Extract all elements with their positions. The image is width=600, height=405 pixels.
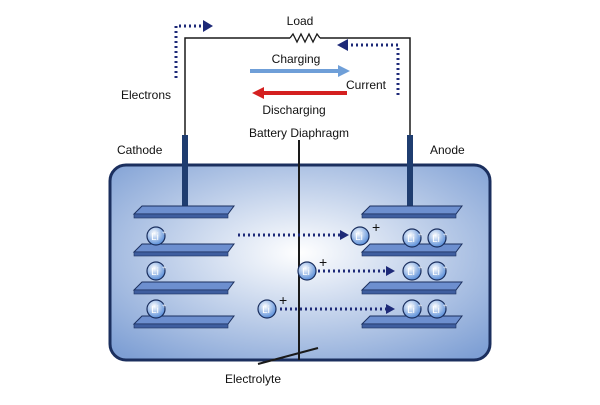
cathode-label: Cathode [117, 143, 163, 157]
lithium-ions: Li+Li+Li+Li+Li+Li+Li+Li+Li+Li+Li+Li+ [146, 219, 447, 319]
electron-flow-arrowhead-left-icon [203, 20, 213, 32]
ion-cathode-3: Li+ [146, 299, 166, 319]
load-label: Load [286, 14, 314, 28]
ion-symbol: Li [407, 267, 415, 278]
ion-anode-6: Li+ [427, 299, 447, 319]
ion-charge: + [443, 303, 447, 310]
electrons-label: Electrons [121, 88, 172, 102]
ion-arrow-middle-head-icon [386, 266, 395, 276]
ion-migration-arrows [238, 230, 395, 314]
ion-symbol: Li [302, 267, 310, 278]
ion-symbol: Li [151, 305, 159, 316]
anode-label: Anode [430, 143, 465, 157]
current-flow-arrowhead-right-icon [337, 39, 348, 51]
discharging-label: Discharging [262, 103, 326, 117]
ion-symbol: Li [151, 267, 159, 278]
ion-symbol: Li [432, 234, 440, 245]
current-label: Current [346, 78, 387, 92]
ion-charge: + [418, 265, 422, 272]
ion-anode-3: Li+ [402, 261, 422, 281]
ion-cathode-2: Li+ [146, 261, 166, 281]
cathode-plate-3 [132, 281, 235, 295]
ion-charge: + [279, 292, 287, 308]
ion-cathode-1: Li+ [146, 226, 166, 246]
ion-charge: + [443, 265, 447, 272]
cathode-plate-4 [132, 315, 235, 329]
discharging-arrowhead-icon [252, 87, 264, 99]
ion-charge: + [319, 254, 327, 270]
anode-plates [360, 205, 463, 329]
ion-charge: + [418, 303, 422, 310]
ion-charge: + [443, 232, 447, 239]
anode-electrode-rod [407, 135, 413, 210]
ion-anode-2: Li+ [427, 228, 447, 248]
ion-symbol: Li [407, 305, 415, 316]
ion-migrating-top: Li + [350, 219, 380, 246]
ion-charge: + [162, 230, 166, 237]
ion-migrating-bottom: Li + [257, 292, 287, 319]
electrolyte-label: Electrolyte [224, 372, 282, 386]
cathode-plate-1 [132, 205, 235, 219]
ion-symbol: Li [432, 305, 440, 316]
ion-symbol: Li [432, 267, 440, 278]
ion-arrow-top-head-icon [340, 230, 349, 240]
ion-symbol: Li [407, 234, 415, 245]
load-resistor-icon [289, 32, 321, 44]
ion-anode-1: Li+ [402, 228, 422, 248]
electron-flow-dotted-left [174, 24, 207, 78]
ion-symbol: Li [262, 305, 270, 316]
circuit-wire [184, 37, 290, 135]
ion-charge: + [162, 265, 166, 272]
ion-arrow-bottom-head-icon [386, 304, 395, 314]
ion-symbol: Li [355, 232, 363, 243]
ion-anode-4: Li+ [427, 261, 447, 281]
charging-label: Charging [271, 52, 321, 66]
anode-plate-1 [360, 205, 463, 219]
cathode-plates [132, 205, 235, 329]
battery-diaphragm-label: Battery Diaphragm [248, 126, 350, 140]
ion-anode-5: Li+ [402, 299, 422, 319]
ion-charge: + [162, 303, 166, 310]
anode-plate-3 [360, 281, 463, 295]
electrolyte-pointer [257, 347, 319, 365]
charging-arrowhead-icon [338, 65, 350, 77]
cathode-plate-2 [132, 243, 235, 257]
ion-migrating-middle: Li + [297, 254, 327, 281]
ion-symbol: Li [151, 232, 159, 243]
ion-charge: + [372, 219, 380, 235]
ion-charge: + [418, 232, 422, 239]
circuit-wire-right [320, 37, 411, 135]
current-flow-dotted-right [345, 43, 400, 95]
cathode-electrode-rod [182, 135, 188, 210]
